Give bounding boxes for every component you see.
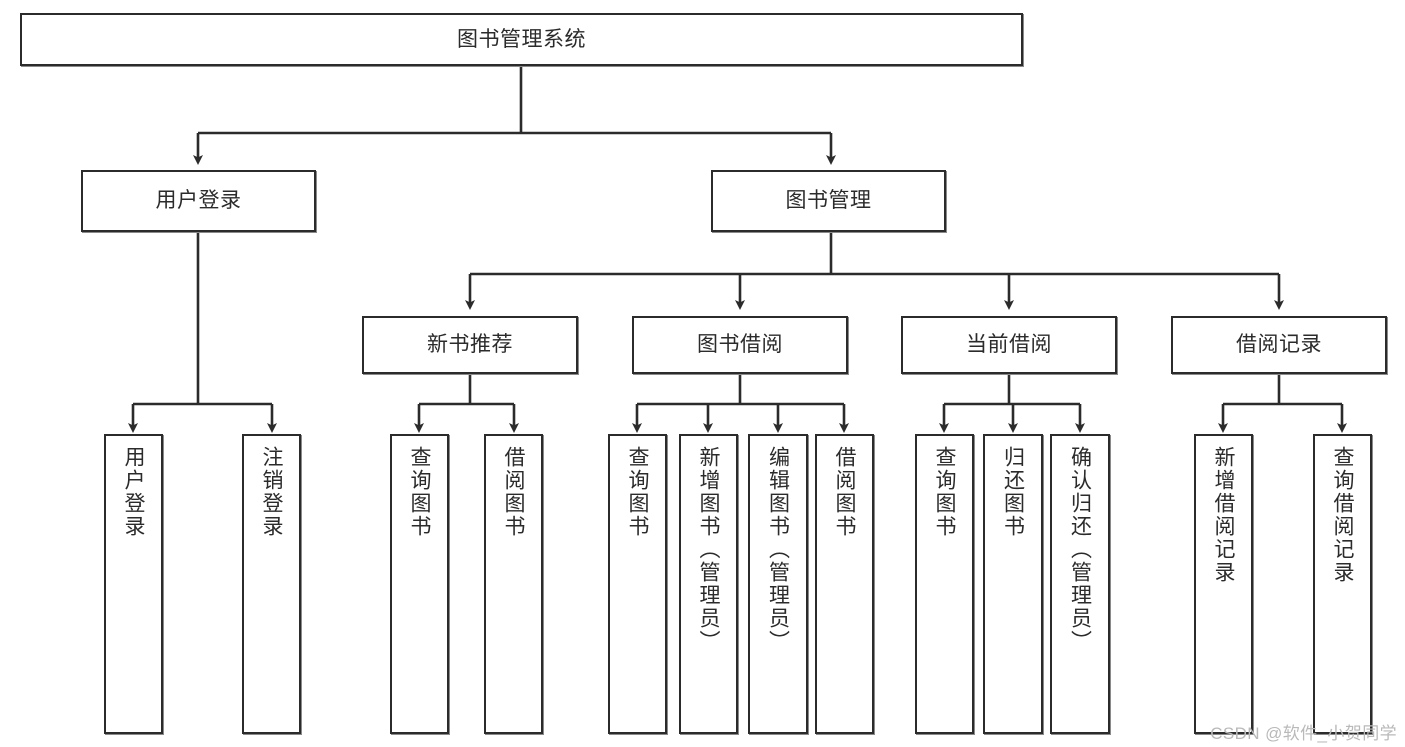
node-user-login[interactable]: 用户登录	[81, 170, 316, 232]
node-leaf-return-book[interactable]: 归还图书	[983, 434, 1043, 734]
node-leaf-add-book-label: 新增图书（管理员）	[697, 446, 720, 653]
node-book-borrow-label: 图书借阅	[697, 333, 783, 357]
node-leaf-query-record-label: 查询借阅记录	[1331, 446, 1354, 584]
node-root-label: 图书管理系统	[457, 27, 586, 51]
node-leaf-edit-book-label: 编辑图书（管理员）	[766, 446, 790, 653]
node-new-book-rec-label: 新书推荐	[427, 333, 513, 357]
node-user-login-label: 用户登录	[155, 189, 242, 213]
node-root[interactable]: 图书管理系统	[20, 13, 1023, 66]
node-leaf-confirm-return[interactable]: 确认归还（管理员）	[1050, 434, 1110, 734]
node-current-borrow-label: 当前借阅	[966, 333, 1052, 357]
node-leaf-query-book-2[interactable]: 查询图书	[608, 434, 667, 734]
node-leaf-borrow-book-2-label: 借阅图书	[833, 446, 856, 538]
watermark: CSDN @软件_小贺同学	[1210, 724, 1397, 743]
node-leaf-add-record[interactable]: 新增借阅记录	[1194, 434, 1253, 734]
node-leaf-borrow-book-1-label: 借阅图书	[502, 446, 525, 538]
node-leaf-confirm-return-label: 确认归还（管理员）	[1068, 446, 1092, 653]
node-leaf-query-book-3[interactable]: 查询图书	[915, 434, 974, 734]
node-leaf-query-book-3-label: 查询图书	[933, 446, 956, 538]
node-leaf-edit-book[interactable]: 编辑图书（管理员）	[748, 434, 808, 734]
node-leaf-logout[interactable]: 注销登录	[242, 434, 301, 734]
node-book-borrow[interactable]: 图书借阅	[632, 316, 848, 374]
node-current-borrow[interactable]: 当前借阅	[901, 316, 1117, 374]
node-leaf-return-book-label: 归还图书	[1001, 446, 1025, 538]
node-borrow-record[interactable]: 借阅记录	[1171, 316, 1387, 374]
node-leaf-query-book-2-label: 查询图书	[626, 446, 649, 538]
node-book-manage-label: 图书管理	[785, 189, 872, 213]
node-leaf-borrow-book-2[interactable]: 借阅图书	[815, 434, 874, 734]
node-leaf-user-login-label: 用户登录	[122, 446, 145, 538]
node-book-manage[interactable]: 图书管理	[711, 170, 946, 232]
node-new-book-rec[interactable]: 新书推荐	[362, 316, 578, 374]
node-leaf-user-login[interactable]: 用户登录	[104, 434, 163, 734]
node-leaf-logout-label: 注销登录	[260, 446, 283, 538]
node-borrow-record-label: 借阅记录	[1236, 333, 1322, 357]
node-leaf-query-book-1-label: 查询图书	[408, 446, 431, 538]
node-leaf-add-book[interactable]: 新增图书（管理员）	[679, 434, 738, 734]
node-leaf-add-record-label: 新增借阅记录	[1212, 446, 1235, 584]
node-leaf-query-book-1[interactable]: 查询图书	[390, 434, 449, 734]
node-leaf-borrow-book-1[interactable]: 借阅图书	[484, 434, 543, 734]
node-leaf-query-record[interactable]: 查询借阅记录	[1313, 434, 1372, 734]
